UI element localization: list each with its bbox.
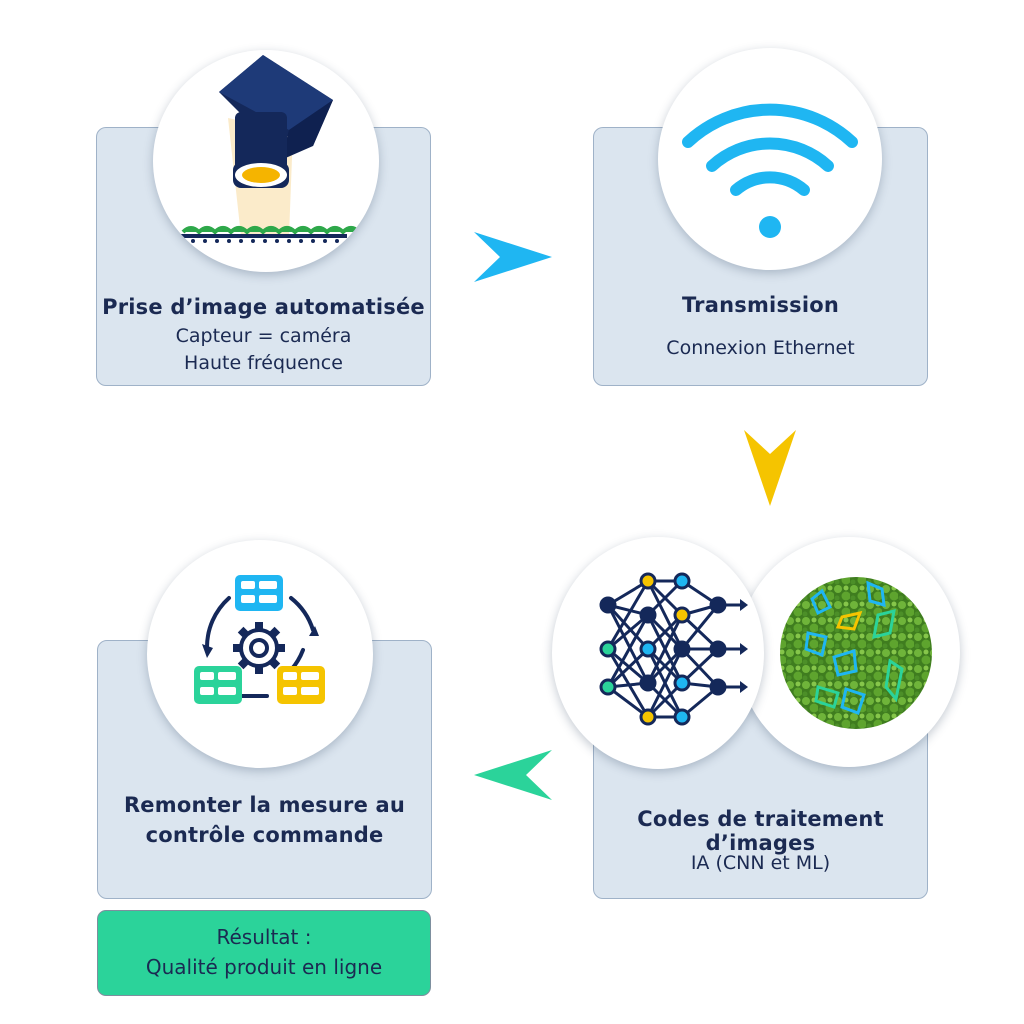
camera-icon — [153, 50, 379, 272]
detection-image-icon — [738, 537, 960, 767]
step1-subtitle-frequency: Haute fréquence — [184, 352, 343, 374]
wifi-icon — [658, 48, 882, 270]
step2-title: Transmission — [681, 293, 840, 317]
arrow-right-icon — [474, 232, 552, 282]
result-box: Résultat : Qualité produit en ligne — [97, 910, 431, 996]
result-description: Qualité produit en ligne — [145, 955, 383, 979]
result-title: Résultat : — [216, 925, 312, 949]
step1-subtitle-sensor: Capteur = caméra — [175, 325, 352, 347]
step2-subtitle: Connexion Ethernet — [666, 337, 855, 359]
step1-title: Prise d’image automatisée — [102, 295, 425, 319]
step3-subtitle: IA (CNN et ML) — [690, 852, 831, 874]
step4-title-line2: contrôle commande — [145, 823, 384, 847]
arrow-left-icon — [474, 750, 552, 800]
process-cycle-icon — [147, 540, 373, 768]
step3-title: Codes de traitement d’images — [637, 807, 884, 855]
neural-network-icon — [552, 537, 764, 769]
step4-title-line1: Remonter la mesure au — [123, 793, 406, 817]
arrow-down-icon — [744, 430, 796, 506]
